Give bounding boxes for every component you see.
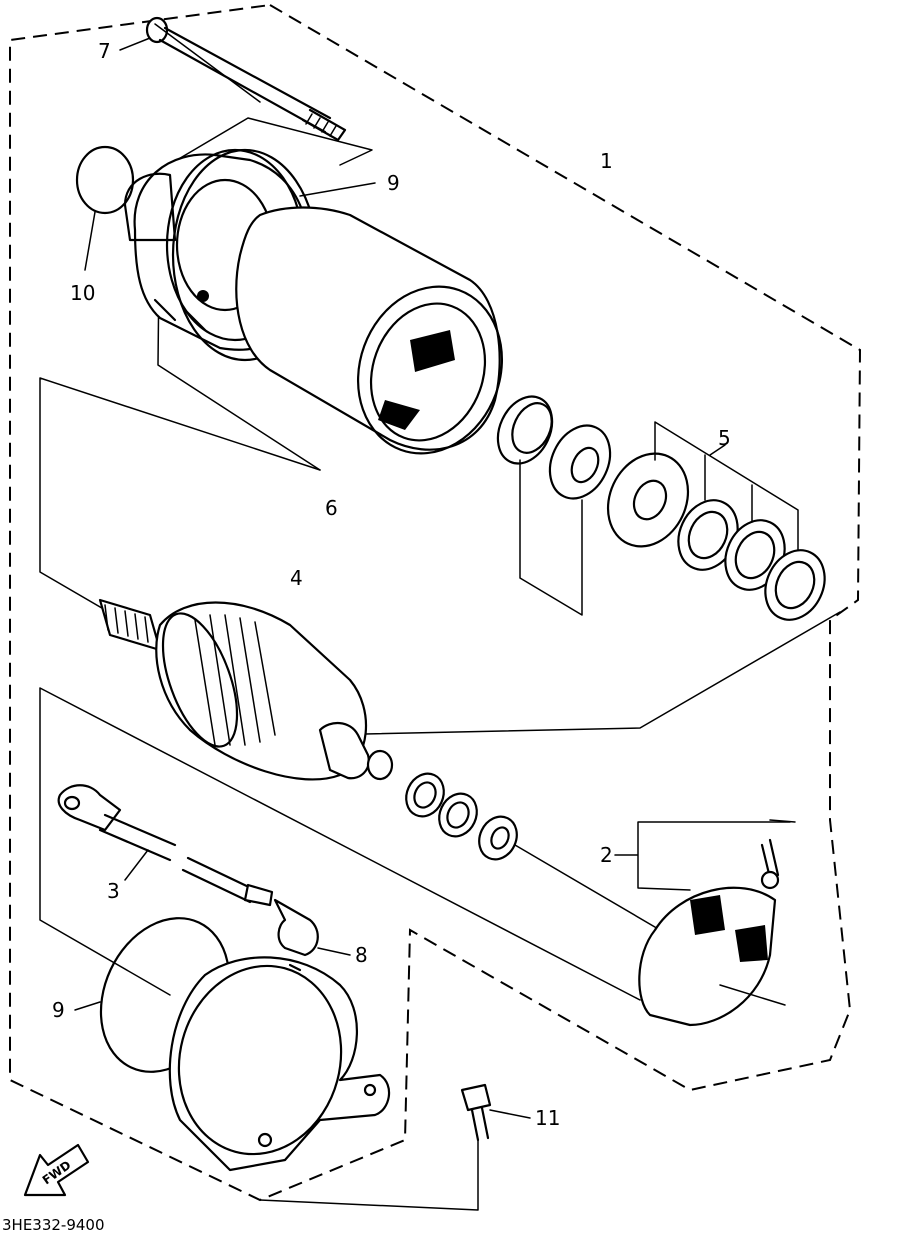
o-ring-small-part (75, 145, 135, 215)
callout-1: 1 (600, 149, 613, 173)
armature-part (98, 598, 394, 781)
callout-8: 8 (355, 943, 368, 967)
brush-holder-part (638, 819, 796, 1027)
callout-10: 10 (70, 281, 95, 305)
callout-5: 5 (718, 426, 731, 450)
cord-lead-wire-b-part (181, 856, 319, 957)
callout-11: 11 (535, 1106, 560, 1130)
washer-set-part (606, 452, 826, 621)
callout-4: 4 (290, 566, 303, 590)
armature-washers-part (405, 772, 518, 861)
callout-6: 6 (325, 496, 338, 520)
oil-seal-part (548, 424, 612, 500)
callout-2: 2 (600, 843, 613, 867)
callout-3: 3 (107, 879, 120, 903)
bearing-part (496, 395, 554, 465)
callout-9-lower: 9 (52, 998, 65, 1022)
callout-9-upper: 9 (387, 171, 400, 195)
callout-7: 7 (98, 39, 111, 63)
through-bolt-part (145, 16, 347, 142)
assembly-boundary (9, 3, 862, 1202)
fwd-arrow-icon: FWD (23, 1143, 90, 1197)
bolt-part (460, 1083, 492, 1142)
diagram-code: 3HE332-9400 (2, 1216, 105, 1234)
rear-cover-part (168, 956, 391, 1172)
yoke-part (235, 206, 504, 455)
cord-lead-wire-part (57, 784, 177, 862)
